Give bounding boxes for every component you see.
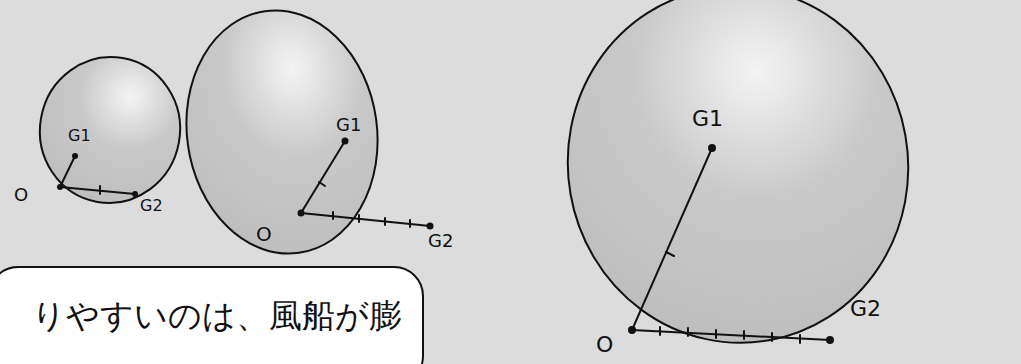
- tick-mark: [319, 182, 410, 227]
- point: [57, 184, 63, 190]
- origin-label: O: [14, 186, 28, 204]
- vector-line: [60, 156, 135, 194]
- point-label: G2: [140, 198, 163, 214]
- point: [342, 138, 349, 145]
- point: [298, 210, 305, 217]
- balloon: [540, 0, 937, 364]
- point: [708, 144, 716, 152]
- vector-line: [632, 148, 830, 340]
- point: [132, 191, 138, 197]
- origin-label: O: [256, 224, 272, 244]
- point: [826, 336, 834, 344]
- speech-bubble: りやすいのは、風船が膨: [0, 266, 424, 364]
- point-label: G1: [68, 128, 91, 144]
- origin-label: O: [596, 334, 613, 356]
- tick-mark: [99, 186, 101, 194]
- point: [427, 223, 434, 230]
- point: [628, 326, 636, 334]
- point-label: G1: [336, 116, 361, 134]
- point: [72, 153, 78, 159]
- point-label: G2: [428, 232, 453, 250]
- vector-line: [301, 141, 430, 226]
- bubble-text: りやすいのは、風船が膨: [32, 298, 402, 334]
- point-label: G2: [850, 298, 881, 320]
- balloon: [171, 0, 393, 266]
- point-label: G1: [692, 108, 723, 130]
- tick-mark: [660, 252, 800, 343]
- balloon: [28, 46, 191, 214]
